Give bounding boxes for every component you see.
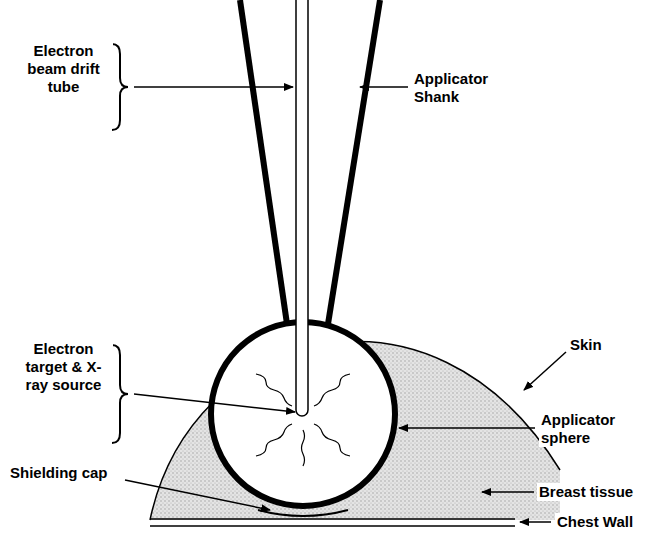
part-label: Electron target & X-ray source [14, 340, 113, 394]
part-label: Electron beam drift tube [14, 42, 113, 96]
part-label: Chest Wall [555, 513, 635, 531]
part-label: Breast tissue [537, 483, 635, 501]
shielding-cap [258, 510, 348, 516]
brace [112, 44, 128, 130]
chest-wall [150, 518, 515, 520]
drift-tube [296, 0, 308, 416]
leader-arrow [125, 87, 566, 522]
part-label: Applicator Shank [412, 70, 511, 106]
applicator-shank [328, 0, 380, 324]
part-label: Shielding cap [8, 464, 110, 482]
applicator-shank [240, 0, 287, 324]
part-label: Skin [568, 336, 604, 354]
x-ray-waves [256, 374, 350, 466]
part-label: Applicator sphere [539, 411, 643, 447]
chest-wall [150, 525, 515, 527]
brace [112, 345, 128, 443]
